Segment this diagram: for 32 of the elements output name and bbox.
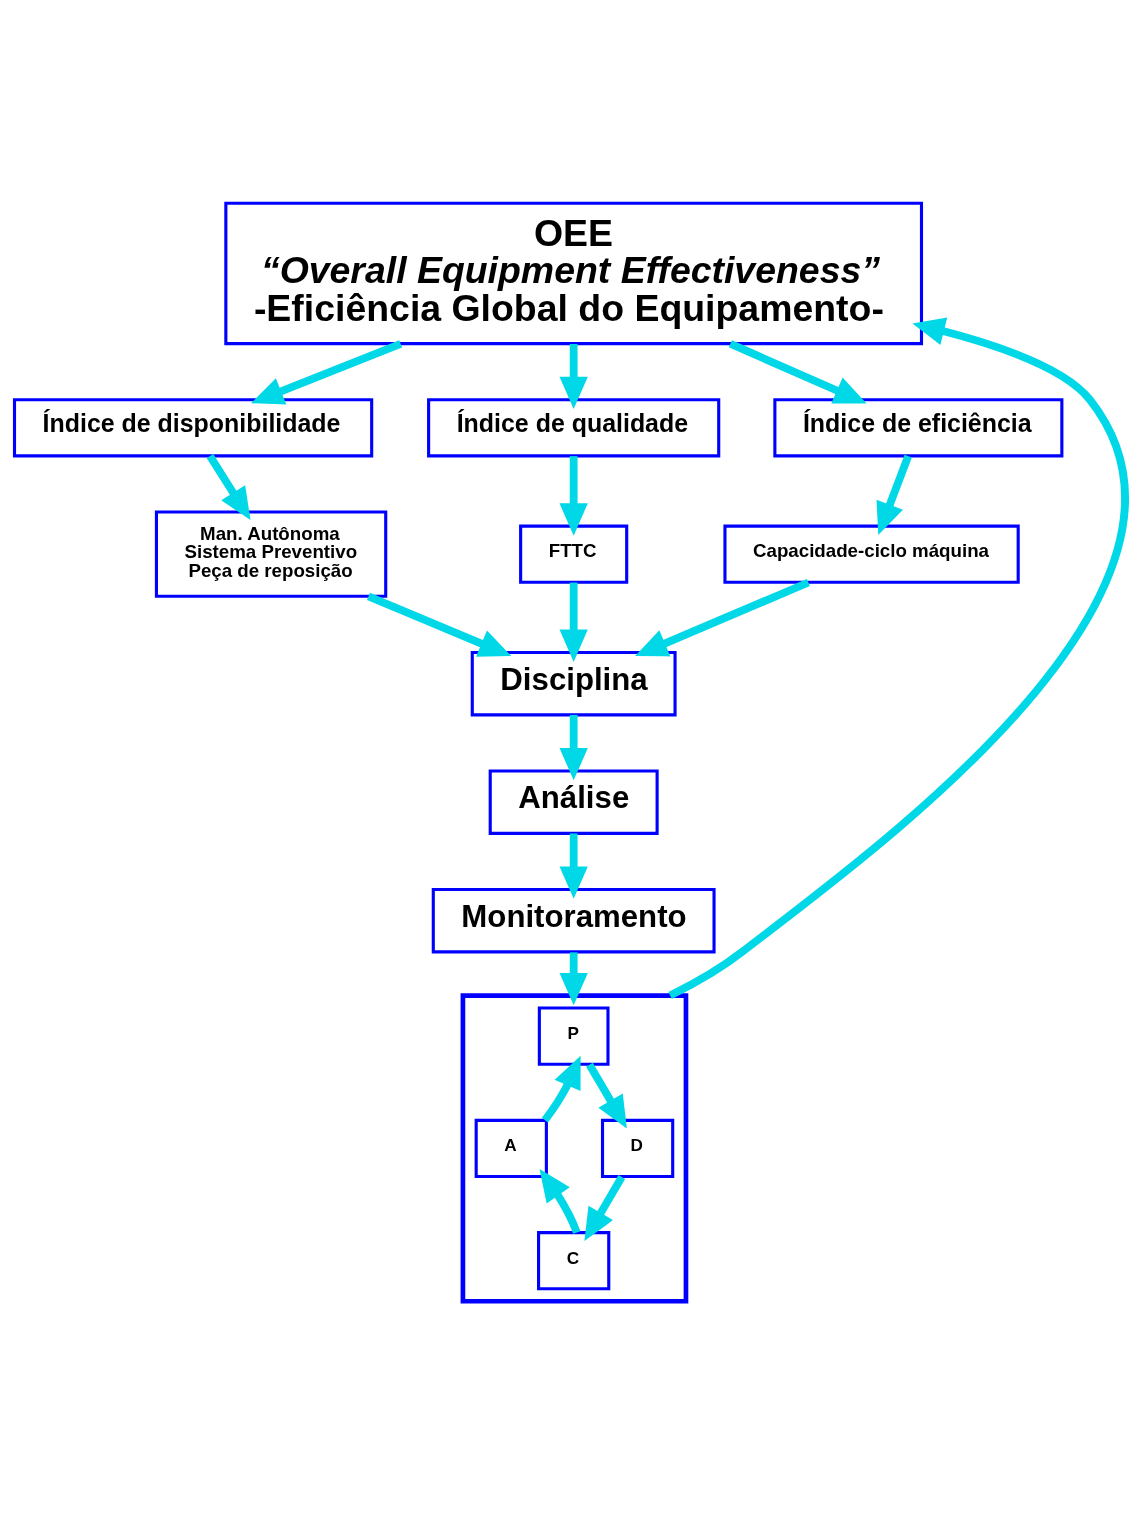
arrow xyxy=(559,952,588,1006)
cluster xyxy=(460,993,689,1304)
arrow xyxy=(541,1055,581,1123)
arrow xyxy=(251,340,403,405)
arrow xyxy=(539,1169,581,1234)
arrow xyxy=(635,578,810,657)
node-box: Monitoramento xyxy=(431,887,716,954)
node-box: Análise xyxy=(488,769,659,835)
node-box: Índice de eficiência xyxy=(773,398,1064,458)
arrow xyxy=(559,714,588,781)
node-box: Índice de qualidade xyxy=(427,398,721,458)
arrow xyxy=(206,454,251,521)
node-box: OEE “Overall Equipment Effectiveness” -Eficiência Global do Equipamento- xyxy=(224,201,924,346)
node-box: D xyxy=(600,1118,675,1179)
node-box: Índice de disponibilidade xyxy=(12,398,374,458)
node-box: Capacidade-ciclo máquina xyxy=(723,524,1020,584)
node-box: FTTC xyxy=(519,524,629,584)
node-box: C xyxy=(537,1231,611,1291)
node-box: Disciplina xyxy=(470,650,677,717)
arrow xyxy=(366,592,512,657)
arrow xyxy=(876,454,912,536)
arrow xyxy=(584,1175,626,1241)
node-box: P xyxy=(537,1006,610,1066)
arrow xyxy=(586,1062,627,1129)
arrow xyxy=(559,344,588,410)
node-box: A xyxy=(474,1118,548,1179)
arrow xyxy=(668,317,1129,1000)
arrow xyxy=(559,456,588,536)
arrow xyxy=(559,833,588,899)
arrow xyxy=(559,582,588,662)
arrow xyxy=(728,340,867,404)
node-box: Man. Autônoma Sistema Preventivo Peça de reposição xyxy=(154,510,388,598)
